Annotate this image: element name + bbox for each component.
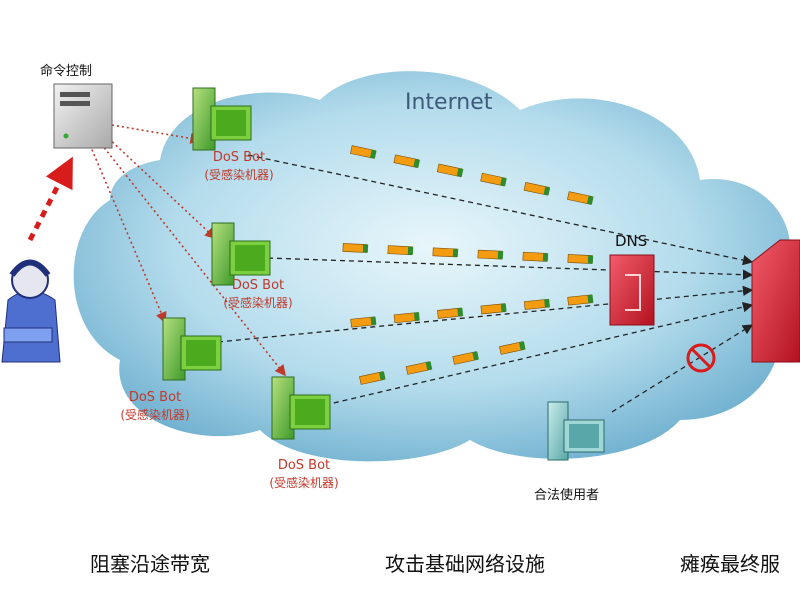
bot-1-sub: (受感染机器) (204, 168, 274, 182)
packet (567, 191, 594, 205)
bot-computer-icon (192, 87, 252, 151)
packet (437, 307, 464, 319)
bot-3-sub: (受感染机器) (120, 408, 190, 422)
packet (350, 316, 377, 328)
packet (393, 154, 420, 168)
bot-4-sub: (受感染机器) (269, 476, 339, 490)
packet (499, 341, 526, 355)
attack-lines (217, 154, 754, 413)
blocked-icon (686, 343, 716, 373)
packet (359, 371, 386, 385)
bot-computer-icon (211, 222, 271, 286)
caption-server: 瘫痪最终服 (680, 552, 780, 576)
packet (477, 249, 504, 260)
packet (393, 312, 420, 324)
packet (452, 351, 479, 365)
attacker-figure (0, 248, 61, 363)
packet (522, 251, 549, 262)
legit-user-label: 合法使用者 (534, 488, 600, 503)
packet (436, 163, 464, 178)
command-server (53, 83, 113, 149)
dns-server (609, 254, 655, 326)
packet (387, 245, 414, 256)
packet (567, 254, 594, 264)
bot-4-name: DoS Bot (277, 458, 331, 473)
packet (567, 294, 594, 306)
packet (480, 172, 507, 187)
bot-1-name: DoS Bot (212, 150, 266, 165)
command-control-label: 命令控制 (40, 64, 93, 79)
target-server (751, 239, 800, 363)
internet-cloud (73, 71, 791, 462)
caption-infrastructure: 攻击基础网络设施 (385, 552, 545, 576)
caption-bandwidth: 阻塞沿途带宽 (90, 552, 210, 576)
packet (432, 247, 459, 258)
packets-group (342, 145, 594, 385)
attacker-arrow (27, 156, 73, 242)
bot-computer-icon (162, 317, 222, 381)
internet-label: Internet (405, 90, 493, 115)
packet (523, 298, 550, 310)
packet (523, 182, 551, 196)
bot-3-name: DoS Bot (128, 390, 182, 405)
command-lines (89, 124, 286, 377)
bot-2-name: DoS Bot (231, 278, 285, 293)
packet (405, 361, 433, 375)
bot-2-sub: (受感染机器) (223, 296, 293, 310)
legit-user-computer (547, 401, 605, 461)
packet (342, 243, 369, 253)
bot-icons (162, 87, 331, 440)
bot-computer-icon (271, 376, 331, 440)
packet (350, 145, 377, 159)
packet (480, 303, 507, 315)
dns-label: DNS (615, 232, 648, 250)
